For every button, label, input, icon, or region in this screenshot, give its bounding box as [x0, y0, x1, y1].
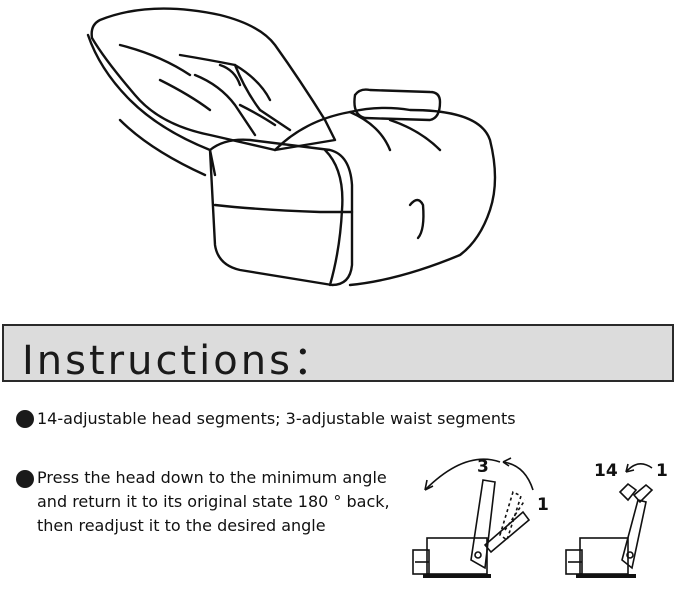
page-title: Instructions： — [22, 338, 336, 384]
instructions-header: Instructions： — [2, 324, 674, 384]
bullet-text-line-1: Press the head down to the minimum angle — [37, 468, 387, 487]
bullet-text-line-2: and return it to its original state 180 … — [37, 492, 390, 511]
head-fold-diagram: 3 1 — [412, 457, 549, 578]
floor-chair-illustration — [86, 7, 497, 287]
bullet-text-line-3: then readjust it to the desired angle — [37, 516, 326, 535]
bullet-dot — [16, 410, 34, 428]
label-1-right: 1 — [656, 461, 668, 481]
head-adjust-diagram: 14 1 — [565, 461, 668, 578]
label-3: 3 — [477, 457, 489, 477]
bullet-dot — [16, 470, 34, 488]
label-1: 1 — [537, 495, 549, 515]
bullet-text-segments: 14-adjustable head segments; 3-adjustabl… — [37, 409, 516, 428]
label-14: 14 — [594, 461, 618, 481]
